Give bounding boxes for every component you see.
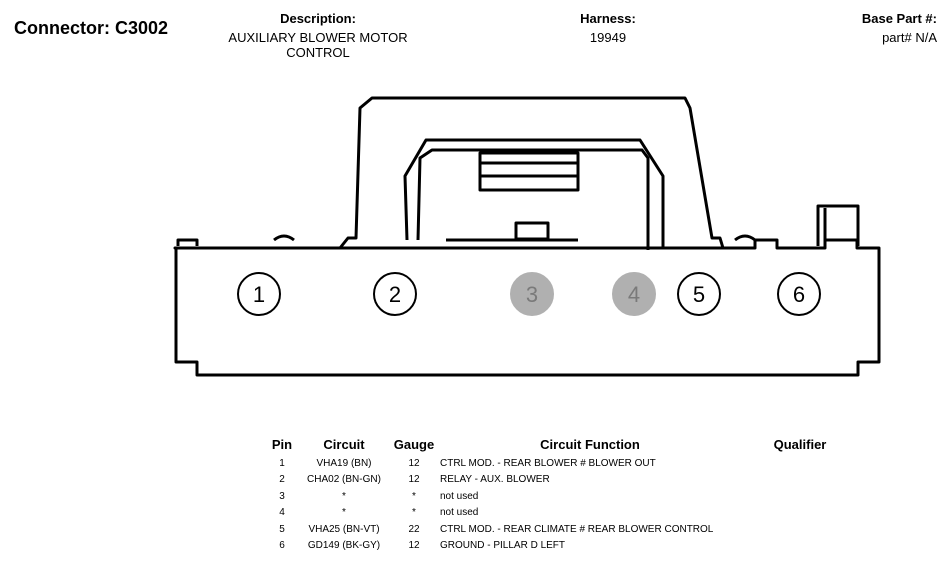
row-pin: 3	[279, 490, 285, 502]
row-circuit: VHA19 (BN)	[316, 457, 372, 469]
row-pin: 1	[279, 457, 285, 469]
center-latch	[416, 148, 650, 250]
row-qualifier	[740, 455, 860, 472]
pin-2-label: 2	[389, 282, 401, 307]
row-gauge: *	[412, 507, 416, 519]
row-function: not used	[440, 507, 479, 519]
row-gauge: *	[412, 490, 416, 502]
table-row: 4 * * not used	[264, 505, 860, 522]
table-row: 5 VHA25 (BN-VT) 22 CTRL MOD. - REAR CLIM…	[264, 521, 860, 538]
row-pin: 5	[279, 523, 285, 535]
description-block: Description: AUXILIARY BLOWER MOTOR CONT…	[208, 11, 428, 60]
row-pin: 4	[279, 507, 285, 519]
connector-title: Connector: C3002	[14, 18, 169, 38]
latch-block	[478, 151, 580, 192]
row-pin: 2	[279, 474, 285, 486]
base-part-value: part# N/A	[882, 30, 937, 45]
pin-6-circle	[777, 272, 821, 316]
row-gauge: 12	[408, 457, 420, 469]
row-function: RELAY - AUX. BLOWER	[440, 474, 550, 486]
left-shoulder	[176, 238, 199, 246]
row-pin: 6	[279, 540, 285, 552]
table-row: 1 VHA19 (BN) 12 CTRL MOD. - REAR BLOWER …	[264, 455, 860, 472]
description-value: AUXILIARY BLOWER MOTOR CONTROL	[228, 30, 408, 60]
base-part-label: Base Part #:	[861, 11, 937, 26]
lock-arch-inner	[403, 138, 665, 248]
base-part-block: Base Part #: part# N/A	[797, 11, 937, 45]
pin-4-label: 4	[628, 282, 640, 307]
row-function: CTRL MOD. - REAR CLIMATE # REAR BLOWER C…	[440, 523, 714, 535]
row-qualifier	[740, 538, 860, 555]
header-gauge: Gauge	[393, 437, 435, 452]
pin-table-header: Pin Circuit Gauge Circuit Function Quali…	[264, 437, 860, 455]
harness-label: Harness:	[580, 11, 636, 26]
latch-tab	[514, 221, 550, 241]
pin-5-label: 5	[693, 282, 705, 307]
pin-5-circle	[677, 272, 721, 316]
row-circuit: *	[342, 490, 346, 502]
right-tab	[816, 204, 860, 246]
row-circuit: GD149 (BK-GY)	[307, 540, 381, 552]
pin-2-circle	[373, 272, 417, 316]
row-gauge: 12	[408, 474, 420, 486]
header-qualifier: Qualifier	[773, 437, 827, 452]
pin-group: 1 2 3 4 5 6	[237, 272, 821, 316]
table-row: 2 CHA02 (BN-GN) 12 RELAY - AUX. BLOWER	[264, 472, 860, 489]
bump-left	[273, 234, 295, 242]
pin-1-circle	[237, 272, 281, 316]
lock-arch-outer	[338, 96, 725, 249]
pin-3-circle	[510, 272, 554, 316]
row-circuit: VHA25 (BN-VT)	[308, 523, 380, 535]
header-circuit: Circuit	[323, 437, 365, 452]
pin-1-label: 1	[253, 282, 265, 307]
pin-table: Pin Circuit Gauge Circuit Function Quali…	[264, 437, 860, 554]
header-pin: Pin	[271, 437, 293, 452]
harness-value: 19949	[589, 30, 627, 45]
description-label: Description:	[280, 11, 356, 26]
row-qualifier	[740, 488, 860, 505]
harness-block: Harness: 19949	[548, 11, 668, 45]
row-circuit: CHA02 (BN-GN)	[307, 474, 381, 486]
row-qualifier	[740, 521, 860, 538]
pin-6-label: 6	[793, 282, 805, 307]
row-circuit: *	[342, 507, 346, 519]
table-row: 6 GD149 (BK-GY) 12 GROUND - PILLAR D LEF…	[264, 538, 860, 555]
row-function: CTRL MOD. - REAR BLOWER # BLOWER OUT	[440, 457, 656, 469]
row-function: GROUND - PILLAR D LEFT	[440, 540, 566, 552]
pin-4-circle	[612, 272, 656, 316]
table-row: 3 * * not used	[264, 488, 860, 505]
pin-3-label: 3	[526, 282, 538, 307]
row-gauge: 22	[408, 523, 420, 535]
bump-right	[734, 234, 756, 242]
header-function: Circuit Function	[540, 437, 640, 452]
row-function: not used	[440, 490, 479, 502]
row-qualifier	[740, 505, 860, 522]
row-qualifier	[740, 472, 860, 489]
row-gauge: 12	[408, 540, 420, 552]
